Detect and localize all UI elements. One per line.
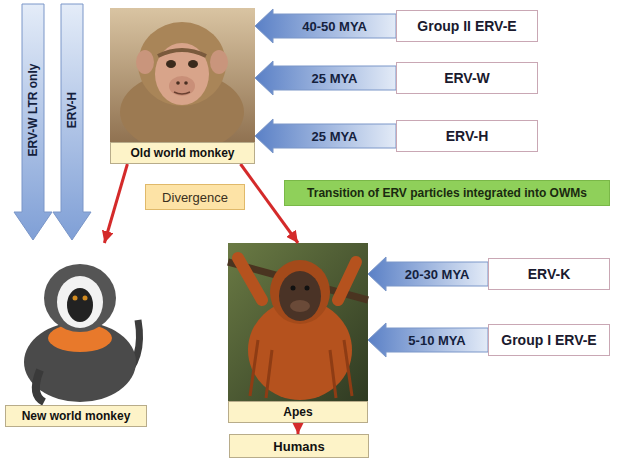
divergence-box: Divergence <box>145 184 245 210</box>
ape-eye <box>291 286 296 291</box>
block-arrow <box>14 4 52 240</box>
node-label: New world monkey <box>5 405 147 427</box>
node-label: Group I ERV-E <box>501 332 596 348</box>
divergence-arrow <box>297 423 300 434</box>
block-arrow <box>255 61 396 95</box>
ape-hair <box>250 340 352 398</box>
species-panel: New world monkey <box>5 243 147 427</box>
node-label: Apes <box>228 401 368 423</box>
node-label: Humans <box>273 439 324 454</box>
species-panel: Old world monkey <box>110 8 255 164</box>
monkey-mouth <box>174 92 190 94</box>
ape-arm <box>338 262 356 300</box>
monkey-face <box>67 288 93 322</box>
block-arrow <box>368 257 488 291</box>
edge-label: 25 MYA <box>312 129 358 144</box>
node-label: Group II ERV-E <box>417 18 516 34</box>
monkey-nostril <box>184 81 188 85</box>
monkey-arm <box>36 370 44 402</box>
node-label: ERV-K <box>528 266 571 282</box>
node-label: ERV-H <box>446 128 489 144</box>
new-world-monkey-picture <box>5 243 147 406</box>
monkey-face <box>155 43 209 105</box>
node-label: ERV-W <box>444 70 490 86</box>
divergence-arrow <box>104 164 127 243</box>
edge-label: 40-50 MYA <box>302 19 367 34</box>
monkey-ear <box>136 50 154 74</box>
block-arrow <box>255 9 396 43</box>
node-label: Divergence <box>162 190 228 205</box>
monkey-head <box>44 264 116 332</box>
edge-label: 25 MYA <box>312 71 358 86</box>
erv-box: ERV-W <box>396 62 538 94</box>
photo-ground <box>228 243 368 401</box>
species-box: Humans <box>229 434 369 458</box>
erv-box: Group II ERV-E <box>396 10 538 42</box>
old-world-monkey-picture <box>110 8 255 152</box>
ape-mouth <box>290 300 310 312</box>
note-box: Transition of ERV particles integrated i… <box>284 180 610 206</box>
monkey-face-ring <box>57 276 103 328</box>
edge-label: 5-10 MYA <box>408 333 465 348</box>
monkey-ear <box>210 50 228 74</box>
monkey-eye <box>83 296 88 301</box>
ape-eye <box>305 286 310 291</box>
monkey-eye <box>166 60 176 68</box>
ape-head <box>270 260 330 324</box>
node-label: Old world monkey <box>110 142 255 164</box>
monkey-nostril <box>176 81 180 85</box>
erv-box: ERV-K <box>488 258 610 290</box>
photo-ground <box>5 243 147 406</box>
species-panel: Apes <box>228 243 368 423</box>
monkey-body <box>24 322 136 402</box>
monkey-eye <box>188 60 198 68</box>
monkey-eye <box>73 296 78 301</box>
monkey-muzzle <box>169 76 195 96</box>
block-arrow <box>368 323 488 357</box>
block-arrow <box>53 4 91 240</box>
erv-box: Group I ERV-E <box>488 324 610 356</box>
edge-label: 20-30 MYA <box>405 267 470 282</box>
ape-picture <box>228 243 368 401</box>
node-label: Transition of ERV particles integrated i… <box>307 186 587 200</box>
monkey-body <box>120 72 244 152</box>
block-arrow <box>255 119 396 153</box>
ape-face <box>279 271 321 321</box>
erv-box: ERV-H <box>396 120 538 152</box>
ape-arm <box>238 258 262 300</box>
monkey-brow <box>158 50 206 56</box>
arrow-label: ERV-W LTR only <box>26 64 40 157</box>
arrow-label: ERV-H <box>65 92 79 128</box>
